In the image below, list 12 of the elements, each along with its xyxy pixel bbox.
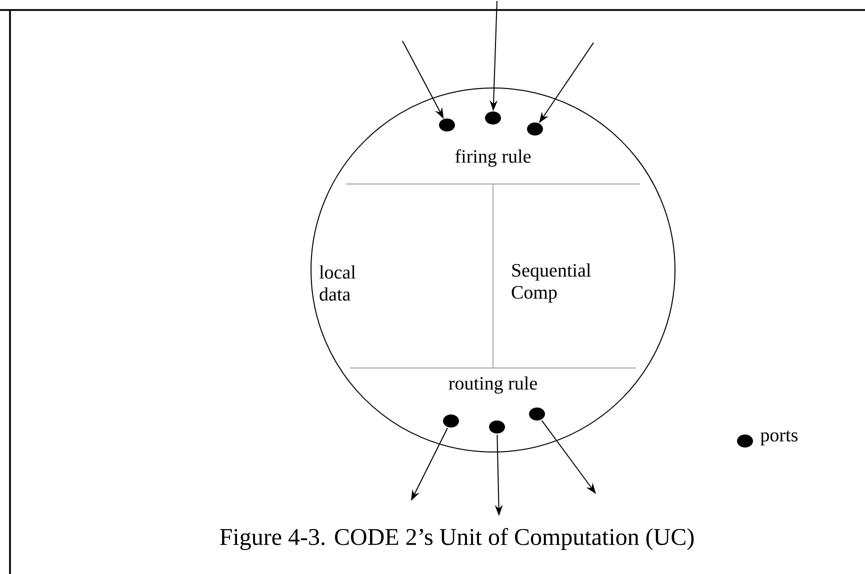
port-dot (443, 414, 459, 428)
port-dot (527, 122, 543, 136)
unit-circle (310, 88, 676, 452)
caption: Figure 4-3. CODE 2’s Unit of Computation (UC) (220, 528, 694, 550)
section-label: local data (319, 265, 356, 301)
legend-label: ports (760, 430, 798, 446)
section-label: firing rule (455, 149, 531, 167)
port-dot (489, 420, 505, 434)
section-label: routing rule (448, 376, 537, 394)
section-label: Sequential Comp (512, 263, 591, 303)
port-dot (529, 408, 545, 420)
port-dot (439, 118, 455, 132)
